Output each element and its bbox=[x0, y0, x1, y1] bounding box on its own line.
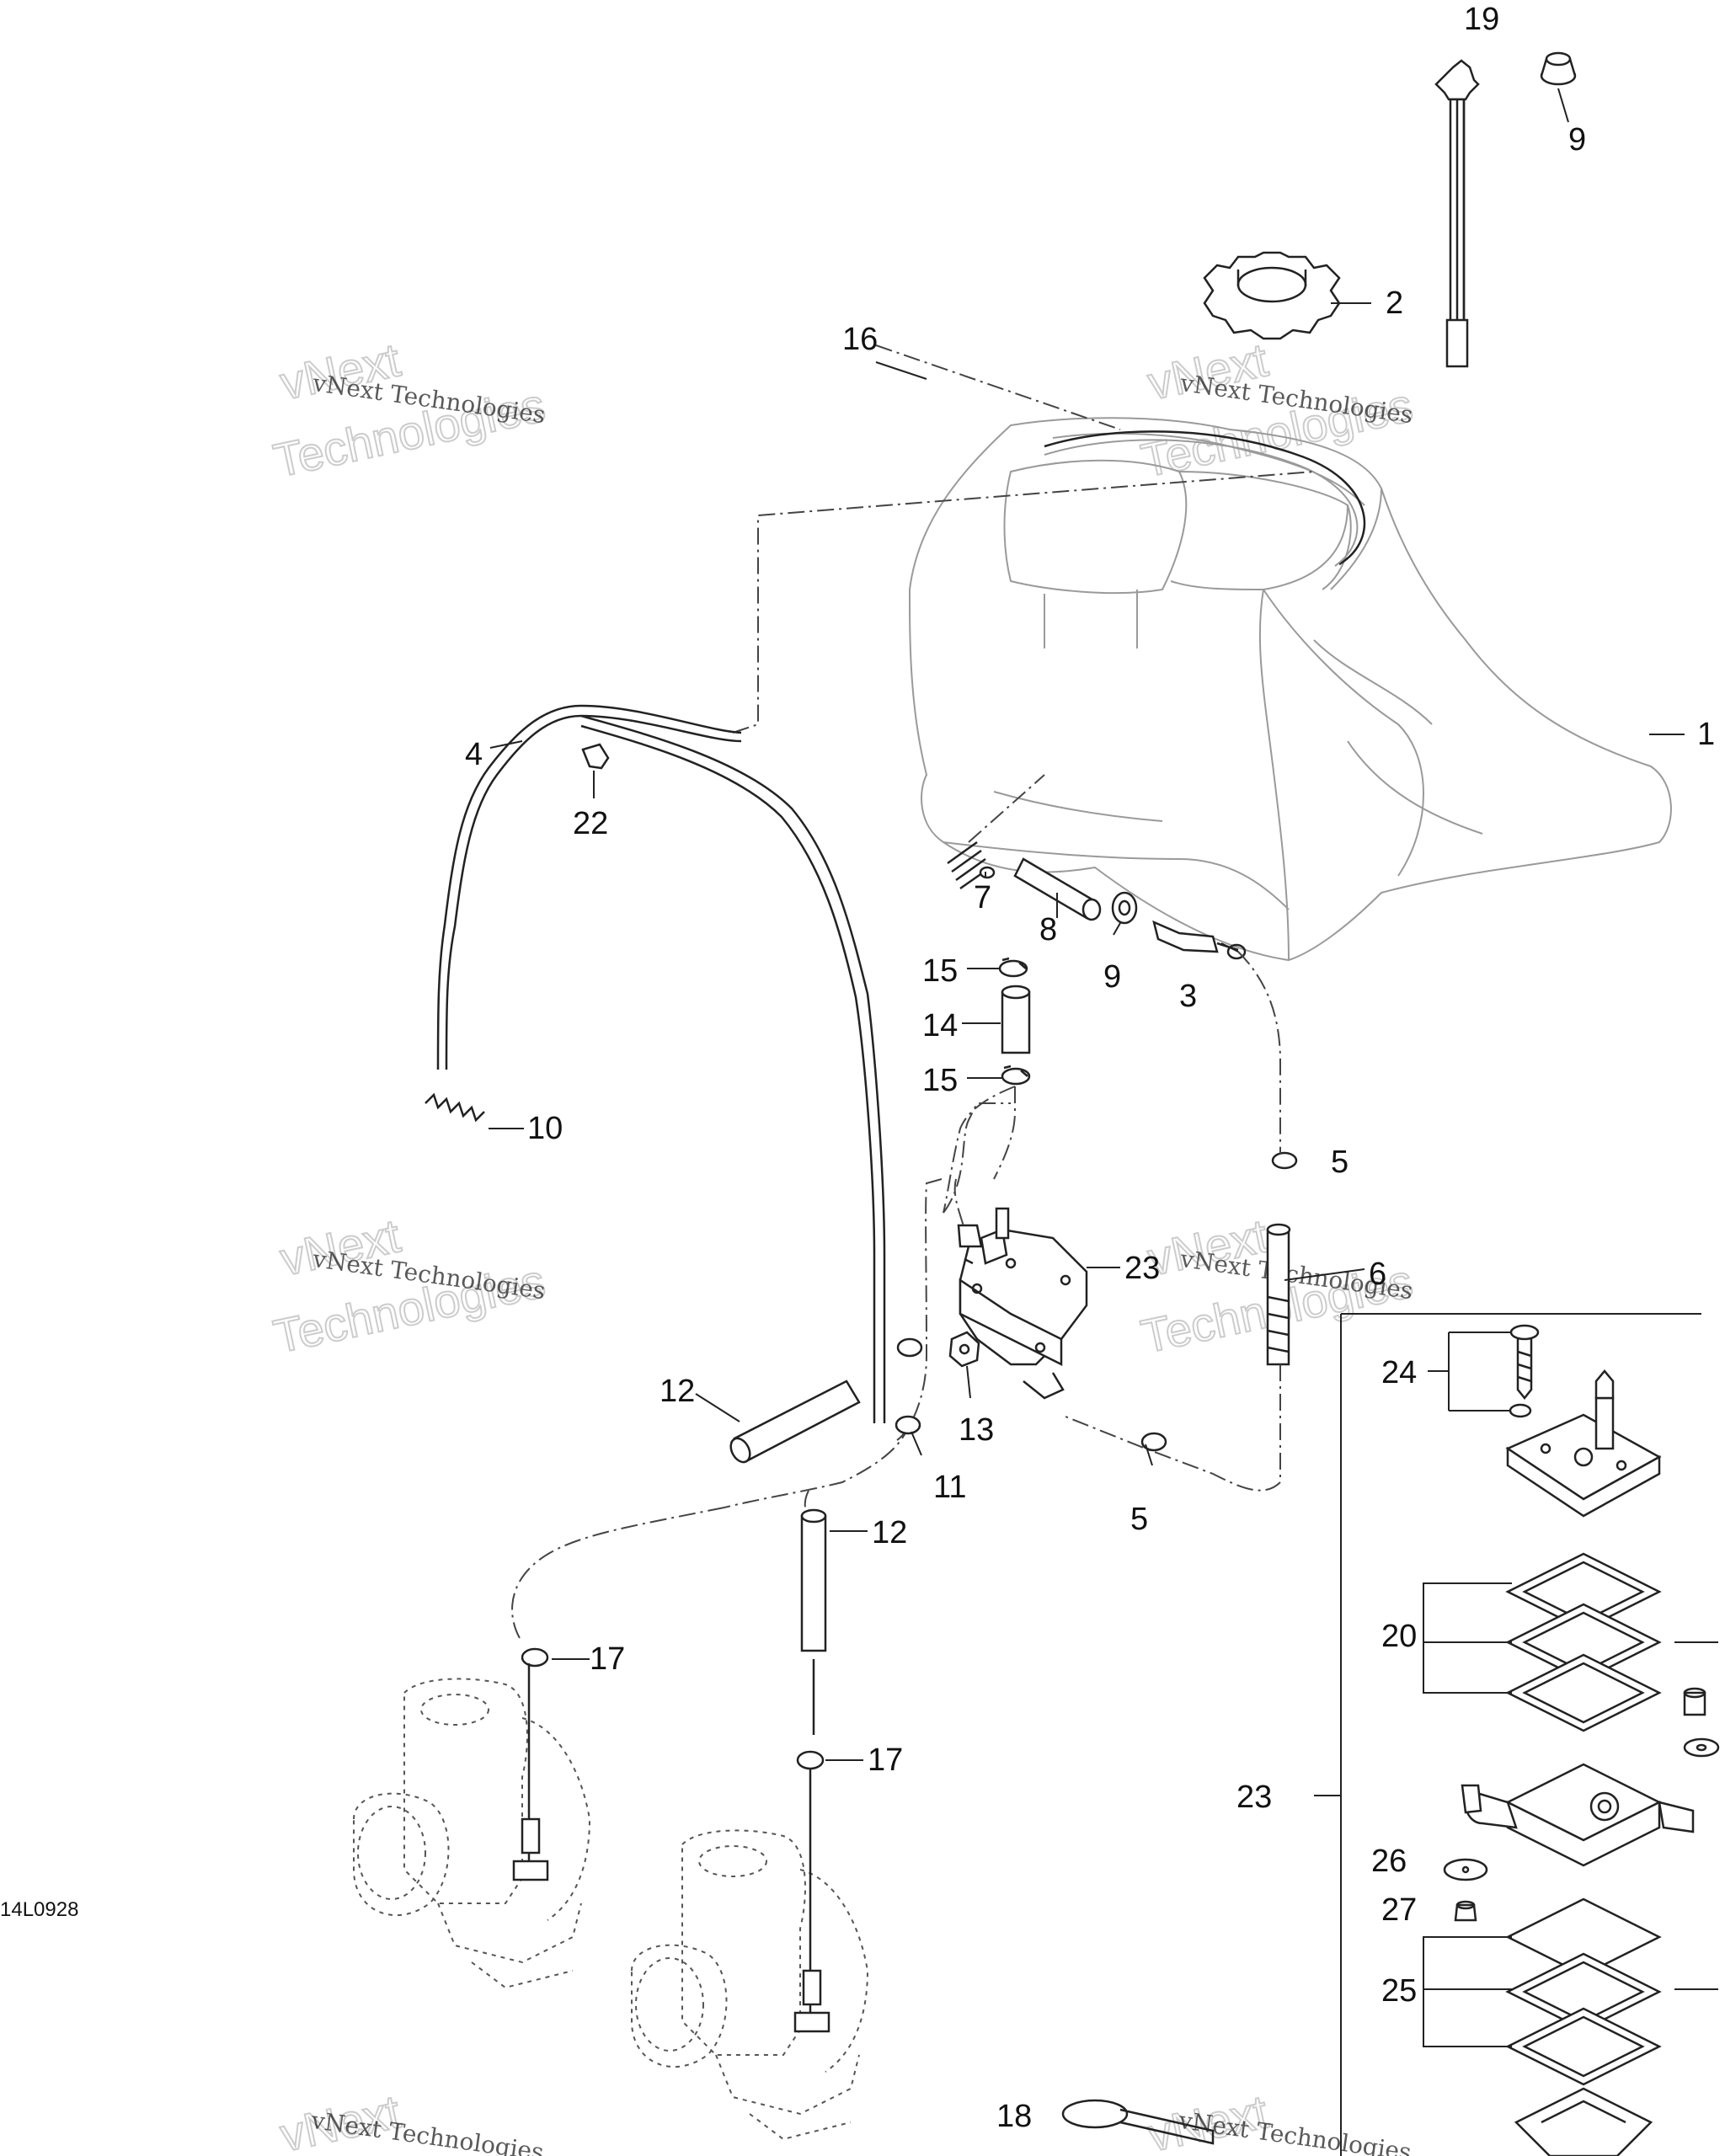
callout-24: 24 bbox=[1381, 1355, 1417, 1390]
callout-19: 19 bbox=[1464, 2, 1499, 37]
hose-clip bbox=[581, 743, 610, 770]
fuel-cap bbox=[1203, 251, 1341, 340]
callout-26: 26 bbox=[1371, 1844, 1407, 1879]
clamp-15-upper bbox=[998, 957, 1028, 978]
callout-4: 4 bbox=[465, 737, 483, 772]
callout-23-kit: 23 bbox=[1236, 1780, 1272, 1815]
outlet-fitting bbox=[1152, 920, 1247, 960]
callout-9-lower: 9 bbox=[1103, 959, 1121, 995]
callout-22: 22 bbox=[573, 806, 608, 841]
watermark-middle-left: vNext Technologies vNext Technologies bbox=[269, 1208, 551, 1364]
watermark-top-right: vNext Technologies vNext Technologies bbox=[1136, 332, 1418, 488]
diagram-code: 14L0928 bbox=[0, 1898, 78, 1921]
callout-15-lower: 15 bbox=[922, 1063, 958, 1098]
pump-top-cover bbox=[1505, 1369, 1662, 1518]
callout-23-pump: 23 bbox=[1124, 1251, 1160, 1286]
outlet-grommet bbox=[1111, 891, 1138, 925]
callout-7: 7 bbox=[974, 880, 991, 915]
gasket-20-c bbox=[1505, 1653, 1662, 1732]
hose-spring bbox=[425, 1092, 485, 1123]
diaphragm-25-c bbox=[1505, 2007, 1662, 2086]
watermark-top-left: vNext Technologies vNext Technologies bbox=[269, 332, 551, 488]
callout-15-upper: 15 bbox=[922, 953, 958, 989]
fuel-gauge-rod bbox=[1434, 59, 1480, 368]
pump-bottom-cover bbox=[1514, 2087, 1653, 2156]
watermark-bottom-right: vNext vNext Technologies bbox=[1142, 2084, 1413, 2156]
diaphragm-25-a bbox=[1505, 1897, 1662, 1977]
hose-12-upper bbox=[729, 1380, 861, 1464]
callout-2: 2 bbox=[1386, 286, 1403, 321]
fuel-pump bbox=[957, 1207, 1088, 1400]
clamp-17-left bbox=[521, 1647, 549, 1668]
hose-12-lower bbox=[800, 1508, 827, 1735]
callout-17-left: 17 bbox=[590, 1641, 625, 1677]
watermark-bottom-left: vNext vNext Technologies bbox=[275, 2084, 545, 2156]
callout-5-lower: 5 bbox=[1130, 1502, 1148, 1537]
callout-8: 8 bbox=[1039, 912, 1057, 947]
hose-14 bbox=[1001, 985, 1031, 1054]
fuel-line-6 bbox=[1266, 1223, 1291, 1366]
pump-body bbox=[1461, 1763, 1695, 1867]
diaphragm-valve bbox=[1454, 1900, 1477, 1922]
carburetor-left bbox=[353, 1663, 591, 1989]
vent-hose bbox=[445, 714, 742, 1070]
callout-14: 14 bbox=[922, 1008, 958, 1043]
clamp-11-upper bbox=[896, 1337, 923, 1358]
callout-12-upper: 12 bbox=[660, 1374, 695, 1409]
nut-13 bbox=[948, 1331, 980, 1368]
callout-27: 27 bbox=[1381, 1892, 1417, 1928]
check-valve bbox=[1683, 1687, 1706, 1716]
gasket-20-a bbox=[1505, 1552, 1662, 1631]
pump-cover-screw bbox=[1509, 1324, 1540, 1401]
callout-13: 13 bbox=[959, 1412, 994, 1448]
clamp-5-lower bbox=[1140, 1432, 1167, 1452]
callout-5-upper: 5 bbox=[1331, 1145, 1348, 1180]
lock-washer-24 bbox=[1509, 1403, 1532, 1418]
callout-18: 18 bbox=[996, 2099, 1032, 2134]
clamp-15-lower bbox=[1001, 1065, 1031, 1086]
outlet-tube bbox=[1013, 857, 1102, 921]
cable-tie bbox=[1061, 2099, 1215, 2145]
valve-washer bbox=[1683, 1737, 1720, 1758]
callout-11: 11 bbox=[933, 1470, 966, 1505]
carburetor-right bbox=[631, 1769, 869, 2141]
callout-1: 1 bbox=[1697, 717, 1715, 752]
callout-12-lower: 12 bbox=[872, 1515, 907, 1550]
callout-20: 20 bbox=[1381, 1619, 1417, 1654]
callout-6: 6 bbox=[1369, 1257, 1386, 1292]
callout-3: 3 bbox=[1179, 979, 1197, 1014]
callout-9-upper: 9 bbox=[1568, 122, 1586, 157]
callout-16: 16 bbox=[842, 322, 878, 357]
vent-line-sweep bbox=[1044, 430, 1366, 566]
callout-25: 25 bbox=[1381, 1973, 1417, 2009]
callout-17-right: 17 bbox=[868, 1742, 903, 1778]
diaphragm-washer bbox=[1443, 1858, 1488, 1881]
tank-outlet-strainer bbox=[947, 841, 996, 890]
diaphragm-25-b bbox=[1505, 1952, 1662, 2031]
clamp-11-lower bbox=[895, 1415, 921, 1435]
grommet-top bbox=[1540, 51, 1577, 86]
clamp-17-right bbox=[796, 1750, 825, 1770]
callout-10: 10 bbox=[527, 1111, 563, 1146]
clamp-5-upper bbox=[1271, 1151, 1298, 1170]
